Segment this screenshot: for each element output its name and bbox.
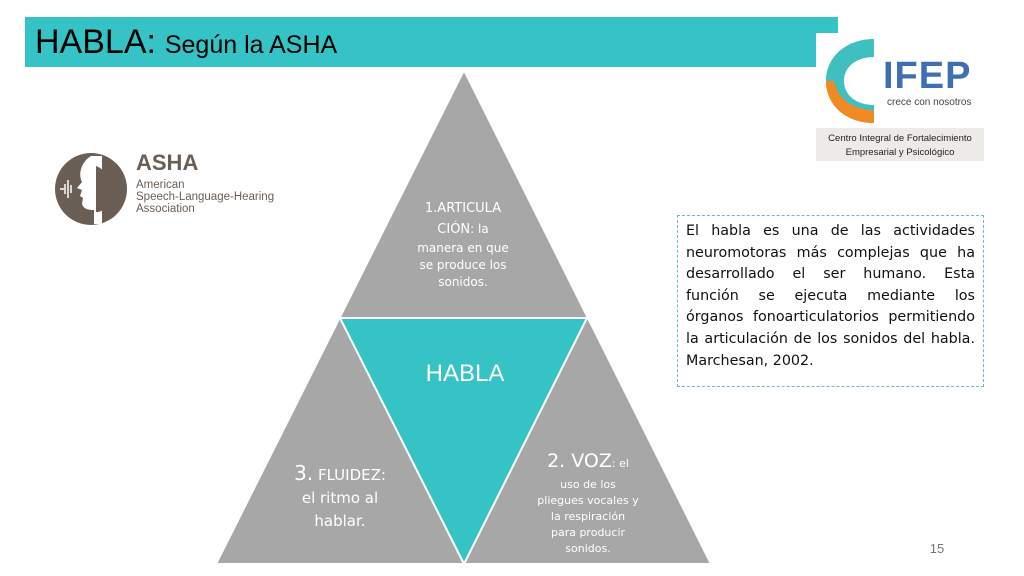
ifep-logo-tagline: crece con nosotros bbox=[887, 97, 972, 108]
habla-center-label: HABLA bbox=[425, 360, 505, 387]
articulacion-text: 1.ARTICULA CIÓN: la manera en que se pro… bbox=[393, 199, 533, 291]
definition-text-box: El habla es una de las actividades neuro… bbox=[677, 215, 984, 387]
slide-title: HABLA: Según la ASHA bbox=[35, 23, 337, 62]
voz-heading: 2. VOZ: el bbox=[520, 448, 656, 477]
asha-logo: ASHA American Speech-Language-Hearing As… bbox=[54, 150, 290, 226]
ifep-line-1: Centro Integral de Fortalecimiento bbox=[828, 133, 972, 144]
slide-number: 15 bbox=[929, 541, 945, 556]
fluidez-desc-2: hablar. bbox=[314, 512, 366, 530]
asha-logo-fullname: American Speech-Language-Hearing Associa… bbox=[136, 179, 306, 215]
ifep-line-2: Empresarial y Psicológico bbox=[845, 147, 955, 158]
fluidez-desc-1: el ritmo al bbox=[301, 489, 379, 507]
triangle-voz bbox=[464, 318, 711, 564]
asha-line-3: Association bbox=[136, 203, 195, 215]
voz-desc-3: la respiración bbox=[550, 510, 626, 523]
voz-text: 2. VOZ: el uso de los pliegues vocales y… bbox=[520, 448, 656, 557]
ifep-logo: IFEP crece con nosotros Centro Integral … bbox=[816, 33, 984, 161]
articulacion-desc-2: : la bbox=[470, 222, 489, 236]
articulacion-desc-4: se produce los bbox=[419, 258, 507, 272]
voz-desc-5: sonidos. bbox=[565, 542, 611, 555]
voz-desc-inline: : el bbox=[611, 457, 629, 470]
articulacion-label-2: CIÓN bbox=[437, 222, 471, 237]
triangle-articulacion bbox=[340, 70, 587, 318]
asha-line-1: American bbox=[136, 179, 185, 191]
inner-outline bbox=[339, 317, 589, 567]
ifep-logo-band bbox=[816, 128, 984, 161]
slide-title-sub: Según la ASHA bbox=[164, 31, 338, 59]
fluidez-text: 3. FLUIDEZ: el ritmo al hablar. bbox=[270, 462, 410, 533]
asha-line-2: Speech-Language-Hearing bbox=[136, 191, 275, 203]
ifep-c-icon bbox=[826, 39, 874, 123]
triangle-habla bbox=[340, 318, 587, 564]
asha-logo-name: ASHA bbox=[136, 150, 199, 175]
voz-label: 2. VOZ bbox=[547, 450, 612, 472]
voz-desc-4: para producir bbox=[550, 526, 626, 539]
voz-desc-2: pliegues vocales y bbox=[537, 494, 639, 507]
voz-desc-1: uso de los bbox=[560, 478, 616, 491]
asha-faces-icon bbox=[55, 153, 127, 225]
fluidez-label: FLUIDEZ: bbox=[317, 466, 386, 484]
triangle-fluidez bbox=[216, 318, 464, 564]
ifep-logo-word: IFEP bbox=[883, 55, 972, 97]
title-bar: HABLA: Según la ASHA bbox=[25, 17, 838, 67]
slide-title-main: HABLA: bbox=[35, 23, 156, 61]
articulacion-desc-3: manera en que bbox=[417, 241, 509, 255]
articulacion-desc-5: sonidos. bbox=[438, 275, 488, 289]
articulacion-label-1: 1.ARTICULA bbox=[424, 201, 502, 216]
fluidez-number: 3. bbox=[294, 461, 314, 485]
ifep-logo-fullname: Centro Integral de Fortalecimiento Empre… bbox=[816, 132, 984, 160]
